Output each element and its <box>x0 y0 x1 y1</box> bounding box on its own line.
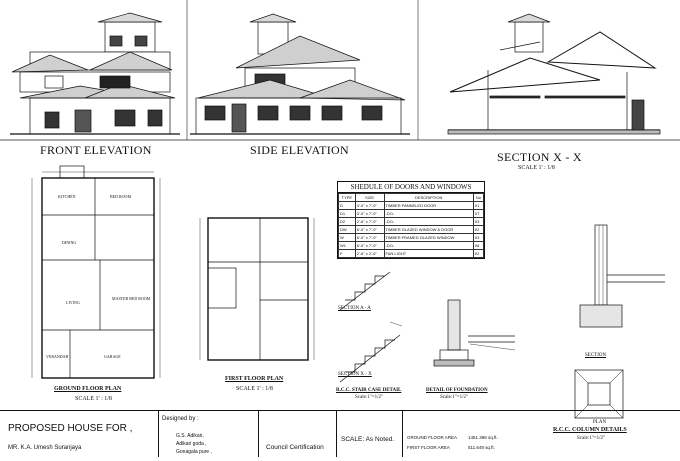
designer-line-3: Gonagala pure , <box>176 449 212 455</box>
column-title: R.C.C. COLUMN DETAILS <box>553 427 627 433</box>
schedule-title: SHEDULE OF DOORS AND WINDOWS <box>338 182 484 193</box>
side-elevation-title: SIDE ELEVATION <box>250 143 349 157</box>
designer-line-2: Adikari goda , <box>176 441 207 447</box>
ground-area-value: 1451.398 sq.ft. <box>468 435 498 440</box>
room-kitchen: KITCHEN <box>58 194 76 199</box>
column-section-label: SECTION <box>585 353 607 358</box>
council-certification: Council Certification <box>266 444 324 451</box>
scale-note: SCALE: As Noted. <box>341 436 395 443</box>
section-b-label: SECTION X - X <box>338 372 372 377</box>
schedule-header-cell: SIZE <box>354 193 385 202</box>
room-bed: BED ROOM <box>110 194 132 199</box>
schedule-cell: 01 <box>472 201 485 210</box>
room-master-bed: MASTER BED ROOM <box>112 296 151 301</box>
title-block: PROPOSED HOUSE FOR , MR. K.A. Umesh Sura… <box>0 410 680 457</box>
ground-floor-title: GROUND FLOOR PLAN <box>54 386 122 392</box>
schedule-cell: FAN LIGHT <box>383 249 474 258</box>
room-dining: DINING <box>62 240 77 245</box>
schedule-cell: 03 <box>472 217 485 226</box>
column-detail-drawing <box>574 224 665 419</box>
schedule-cell: TIMBER GLAZED WINDOW & DOOR <box>383 225 474 234</box>
schedule-cell: D2 <box>338 217 356 226</box>
designed-by-label: Designed by : <box>162 416 199 422</box>
schedule-cell: 6'-0" x 7'-0" <box>354 233 385 242</box>
room-verandah: VERANDAH <box>46 354 69 359</box>
front-elevation-title: FRONT ELEVATION <box>40 143 152 157</box>
schedule-cell: DW <box>338 225 356 234</box>
designer-line-1: G.S. Adikari, <box>176 433 204 439</box>
side-elevation-drawing <box>190 13 410 135</box>
first-floor-plan <box>199 217 315 361</box>
schedule-cell: 03 <box>472 233 485 242</box>
schedule-cell: TIMBER FRAMED GLAZED WINDOW <box>383 233 474 242</box>
room-garage: GARAGE <box>104 354 121 359</box>
schedule-cell: W1 <box>338 241 356 250</box>
schedule-header-cell: DESCRIPTION <box>383 193 474 202</box>
column-scale: Scale:1"=1/2" <box>577 436 606 441</box>
door-window-schedule: SHEDULE OF DOORS AND WINDOWS TYPE SIZE D… <box>337 181 485 259</box>
schedule-header-row: TYPE SIZE DESCRIPTION No <box>338 193 485 202</box>
stair-scale: Scale:1"=1/2" <box>355 395 384 400</box>
project-cell <box>0 411 159 457</box>
foundation-detail-drawing <box>433 299 516 367</box>
ground-floor-plan <box>31 165 161 379</box>
schedule-cell: 02 <box>472 249 485 258</box>
schedule-cell: 2'-6" x 7'-0" <box>354 217 385 226</box>
foundation-title: DETAIL OF FOUNDATION <box>426 388 488 393</box>
stair-detail-drawing <box>339 271 403 383</box>
schedule-header-cell: TYPE <box>338 193 356 202</box>
schedule-cell: F <box>338 249 356 258</box>
schedule-cell: 6'-0" x 7'-0" <box>354 225 385 234</box>
schedule-cell: 02 <box>472 225 485 234</box>
schedule-cell: 2'-6" x 2'-6" <box>354 249 385 258</box>
schedule-cell: 07 <box>472 209 485 218</box>
council-cell <box>258 411 337 457</box>
first-area-value: 511.649 sq.ft. <box>468 445 495 450</box>
schedule-cell: D1 <box>338 209 356 218</box>
schedule-cell: W <box>338 233 356 242</box>
schedule-cell: -DO- <box>383 209 474 218</box>
schedule-cell: -DO- <box>383 241 474 250</box>
section-drawing <box>447 13 661 135</box>
first-area-label: FIRST FLOOR AREA <box>407 445 450 450</box>
section-title: SECTION X - X <box>497 150 582 164</box>
section-a-label: SECTION A - A <box>338 306 371 311</box>
project-title: PROPOSED HOUSE FOR , <box>8 423 133 434</box>
schedule-cell: -DO- <box>383 217 474 226</box>
schedule-cell: 3'-0" x 7'-0" <box>354 209 385 218</box>
designer-cell <box>158 411 259 457</box>
front-elevation-drawing <box>10 12 180 135</box>
schedule-cell: TIMBER PANNELED DOOR <box>383 201 474 210</box>
ground-floor-scale: SCALE 1' : 1/8 <box>75 396 112 402</box>
first-floor-scale: SCALE 1' : 1/8 <box>236 386 273 392</box>
schedule-cell: 6'-0" x 7'-0" <box>354 241 385 250</box>
schedule-cell: 08 <box>472 241 485 250</box>
area-cell <box>402 411 512 457</box>
owner-name: MR. K.A. Umesh Suranjaya <box>8 445 82 451</box>
schedule-cell: 4'-0" x 7'-0" <box>354 201 385 210</box>
schedule-cell: D <box>338 201 356 210</box>
ground-area-label: GROUND FLOOR AREA <box>407 435 458 440</box>
section-scale: SCALE 1' : 1/8 <box>518 165 555 171</box>
schedule-header-cell: No <box>472 193 485 202</box>
foundation-scale: Scale:1"=1/2" <box>440 395 469 400</box>
first-floor-title: FIRST FLOOR PLAN <box>225 376 284 382</box>
scale-cell <box>336 411 403 457</box>
room-living: LIVING <box>66 300 80 305</box>
stair-title: R.C.C. STAIR CASE DETAIL <box>336 388 402 393</box>
column-plan-label: PLAN <box>593 420 607 425</box>
